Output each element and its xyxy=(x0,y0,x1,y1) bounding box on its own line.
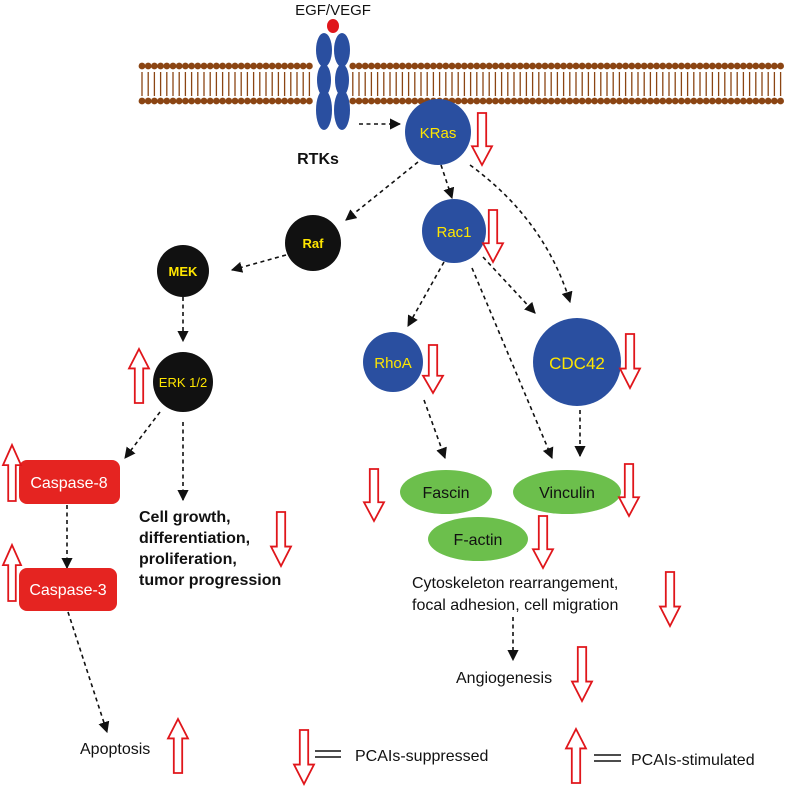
node-vinculin: Vinculin xyxy=(513,470,621,514)
arrow-kras-down xyxy=(470,112,494,167)
outcome-cell-growth: Cell growth, differentiation, proliferat… xyxy=(139,509,281,589)
receptor-icon xyxy=(316,33,350,130)
legend: PCAIs-suppressed PCAIs-stimulated xyxy=(315,748,755,769)
node-caspase-3-label: Caspase-3 xyxy=(29,582,106,599)
caspase3-to-apoptosis-arrow xyxy=(67,611,110,734)
arrow-cell-growth-down xyxy=(269,511,293,568)
node-rac1-label: Rac1 xyxy=(436,224,471,241)
cell-growth-line-3: proliferation, xyxy=(139,551,237,568)
arrow-vinculin-down xyxy=(617,463,641,518)
outcome-apoptosis: Apoptosis xyxy=(80,741,150,758)
node-kras: KRas xyxy=(405,99,471,165)
ligand-label: EGF/VEGF xyxy=(295,2,371,19)
node-cdc42: CDC42 xyxy=(533,318,621,406)
kras-to-cdc42-arrow xyxy=(469,164,573,304)
regulation-arrows xyxy=(1,112,682,786)
legend-stimulated-label: PCAIs-stimulated xyxy=(631,752,755,769)
node-caspase-8-label: Caspase-8 xyxy=(30,475,107,492)
node-caspase-8: Caspase-8 xyxy=(19,460,120,504)
node-raf: Raf xyxy=(285,215,341,271)
cell-growth-line-1: Cell growth, xyxy=(139,509,231,526)
erk-to-caspase8-arrow xyxy=(124,411,161,459)
raf-to-mek-arrow xyxy=(230,254,287,273)
cell-membrane xyxy=(138,62,784,105)
arrow-caspase-3-up xyxy=(1,542,23,602)
node-rac1: Rac1 xyxy=(422,199,486,263)
arrow-cytoskeleton-down xyxy=(658,571,682,628)
kras-to-raf-arrow xyxy=(345,161,419,221)
node-fascin: Fascin xyxy=(400,470,492,514)
cytoskeleton-line-2: focal adhesion, cell migration xyxy=(412,597,618,614)
kras-to-rac1-arrow xyxy=(440,164,455,200)
node-vinculin-label: Vinculin xyxy=(539,485,595,502)
node-mek: MEK xyxy=(157,245,209,297)
arrow-rac1-down xyxy=(481,209,505,264)
node-fascin-label: Fascin xyxy=(422,485,469,502)
node-mek-label: MEK xyxy=(169,264,199,279)
node-erk-label: ERK 1/2 xyxy=(159,375,207,390)
cytoskeleton-line-1: Cytoskeleton rearrangement, xyxy=(412,575,618,592)
arrow-fascin-down xyxy=(362,468,386,523)
cell-growth-line-2: differentiation, xyxy=(139,530,250,547)
outcome-cytoskeleton: Cytoskeleton rearrangement, focal adhesi… xyxy=(412,575,618,614)
node-cdc42-label: CDC42 xyxy=(549,354,605,373)
legend-stimulated-arrow-icon xyxy=(564,727,588,784)
legend-suppressed-arrow-icon xyxy=(292,729,316,786)
node-erk: ERK 1/2 xyxy=(153,352,213,412)
node-f-actin-label: F-actin xyxy=(454,532,503,549)
arrow-f-actin-down xyxy=(531,515,555,570)
arrow-cdc42-down xyxy=(618,333,642,390)
node-raf-label: Raf xyxy=(303,236,325,251)
node-rhoa: RhoA xyxy=(363,332,423,392)
node-rhoa-label: RhoA xyxy=(374,355,412,372)
node-f-actin: F-actin xyxy=(428,517,528,561)
arrow-erk-up xyxy=(127,347,151,404)
arrow-caspase-8-up xyxy=(1,442,23,502)
arrow-apoptosis-up xyxy=(166,717,190,774)
rac1-to-cdc42-arrow xyxy=(482,256,536,314)
arrow-rhoa-down xyxy=(421,344,445,395)
outcome-angiogenesis: Angiogenesis xyxy=(456,670,552,687)
cell-growth-line-4: tumor progression xyxy=(139,572,281,589)
ligand-icon xyxy=(327,19,339,33)
rac1-to-rhoa-arrow xyxy=(407,261,445,327)
node-caspase-3: Caspase-3 xyxy=(19,568,117,611)
arrow-angiogenesis-down xyxy=(570,646,594,703)
rhoa-to-fascin-arrow xyxy=(423,399,447,460)
legend-suppressed-label: PCAIs-suppressed xyxy=(355,748,488,765)
node-kras-label: KRas xyxy=(420,125,457,142)
receptor-label: RTKs xyxy=(297,151,339,168)
